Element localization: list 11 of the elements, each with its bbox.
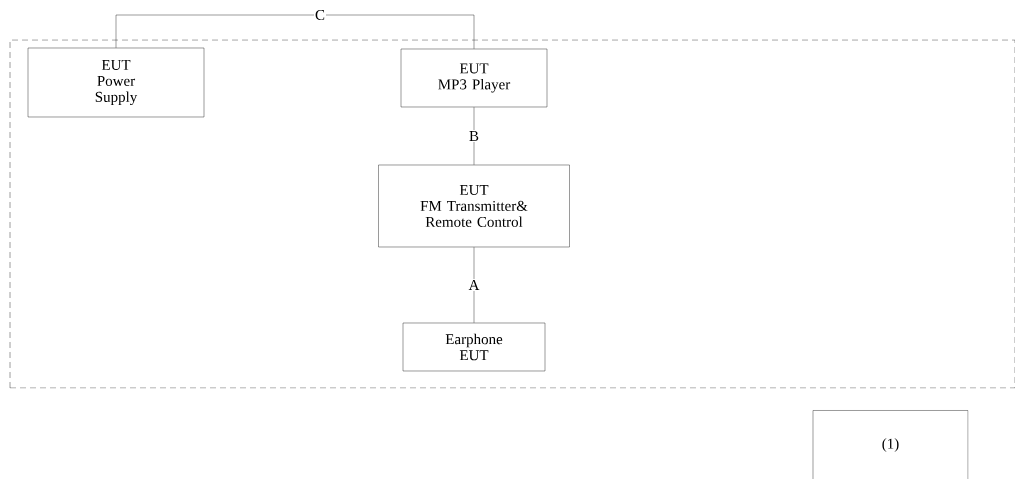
edge-label: A (467, 279, 481, 291)
device-box: EUT Power Supply (27, 47, 205, 118)
connector-line (115, 14, 475, 49)
device-box: EUT FM Transmitter& Remote Control (378, 164, 570, 248)
device-box: Earphone EUT (402, 322, 546, 372)
edge-label: C (314, 8, 326, 22)
device-box: (1) (812, 410, 969, 479)
connector-line (473, 107, 475, 165)
edge-label: B (468, 130, 480, 142)
connector-line (473, 247, 475, 323)
device-box: EUT MP3 Player (400, 48, 548, 108)
